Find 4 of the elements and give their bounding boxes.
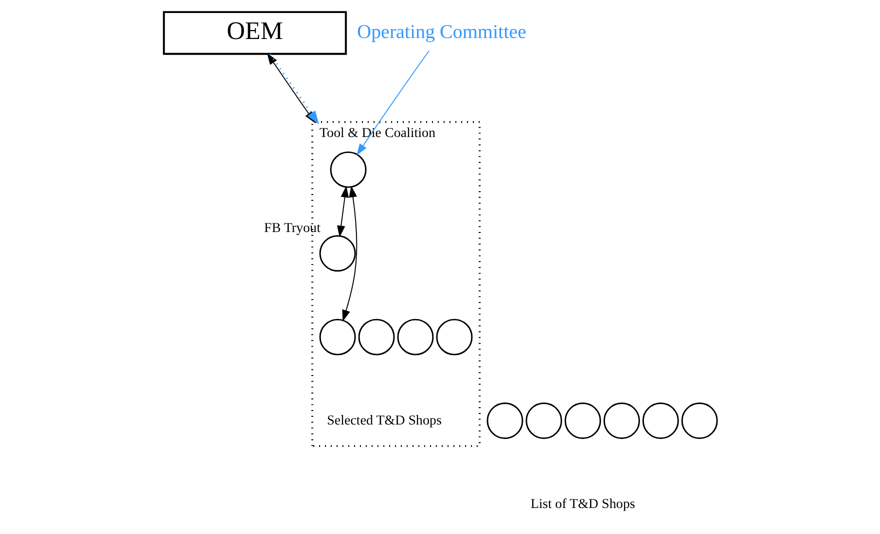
node-text: Operating Committee	[356, 22, 526, 43]
node-label: FB Tryout	[264, 220, 320, 236]
label: List of T&D Shops	[530, 496, 635, 512]
label: Selected T&D Shops	[326, 412, 442, 428]
